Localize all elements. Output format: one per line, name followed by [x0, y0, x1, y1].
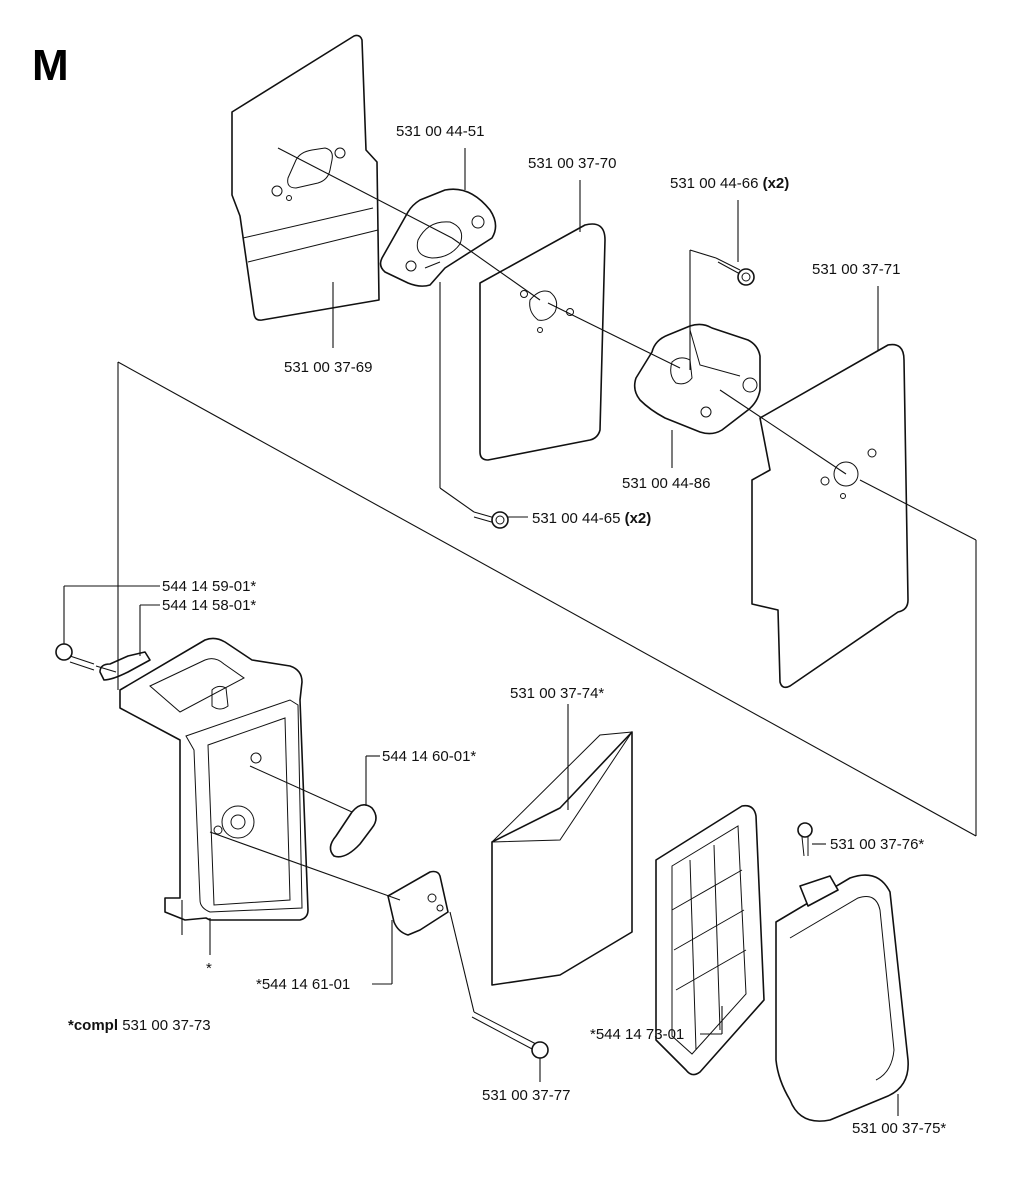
- screw-housing: [55, 643, 95, 671]
- bracket: [387, 870, 449, 936]
- label-531-00-37-75: 531 00 37-75*: [852, 1120, 946, 1137]
- long-bolt: [471, 1011, 549, 1059]
- label-544-14-58-01: 544 14 58-01*: [162, 597, 256, 614]
- label-531-00-37-69: 531 00 37-69: [284, 359, 372, 376]
- label-531-00-44-51: 531 00 44-51: [396, 123, 484, 140]
- filter-element: [491, 731, 633, 986]
- gasket-right: [751, 343, 909, 689]
- spacer-flange: [379, 188, 497, 287]
- part-labels: 531 00 44-51 531 00 37-70 531 00 44-66 (…: [68, 123, 946, 1137]
- screw-upper: [715, 257, 755, 286]
- label-544-14-73-01: *544 14 73-01: [590, 1026, 684, 1043]
- filter-grid: [655, 804, 765, 1076]
- label-531-00-37-70: 531 00 37-70: [528, 155, 616, 172]
- label-531-00-37-77: 531 00 37-77: [482, 1087, 570, 1104]
- screw-lower: [473, 511, 509, 529]
- label-531-00-37-74: 531 00 37-74*: [510, 685, 604, 702]
- assembly-lines: [63, 147, 977, 1116]
- cover-screw: [797, 822, 813, 857]
- filter-housing: [119, 637, 309, 921]
- label-compl: *compl 531 00 37-73: [68, 1017, 211, 1034]
- label-asterisk: *: [206, 960, 212, 977]
- label-531-00-44-66: 531 00 44-66 (x2): [670, 175, 789, 192]
- gasket-top-left: [231, 34, 380, 321]
- adapter-block: [633, 323, 761, 435]
- label-544-14-59-01: 544 14 59-01*: [162, 578, 256, 595]
- label-531-00-37-76: 531 00 37-76*: [830, 836, 924, 853]
- label-544-14-61-01: *544 14 61-01: [256, 976, 350, 993]
- label-531-00-37-71: 531 00 37-71: [812, 261, 900, 278]
- clip-housing: [99, 651, 151, 681]
- label-544-14-60-01: 544 14 60-01*: [382, 748, 476, 765]
- filter-cover: [775, 874, 909, 1122]
- label-531-00-44-86: 531 00 44-86: [622, 475, 710, 492]
- label-531-00-44-65: 531 00 44-65 (x2): [532, 510, 651, 527]
- latch-lever: [329, 804, 377, 858]
- gasket-middle: [479, 223, 606, 461]
- section-title: M: [32, 41, 69, 90]
